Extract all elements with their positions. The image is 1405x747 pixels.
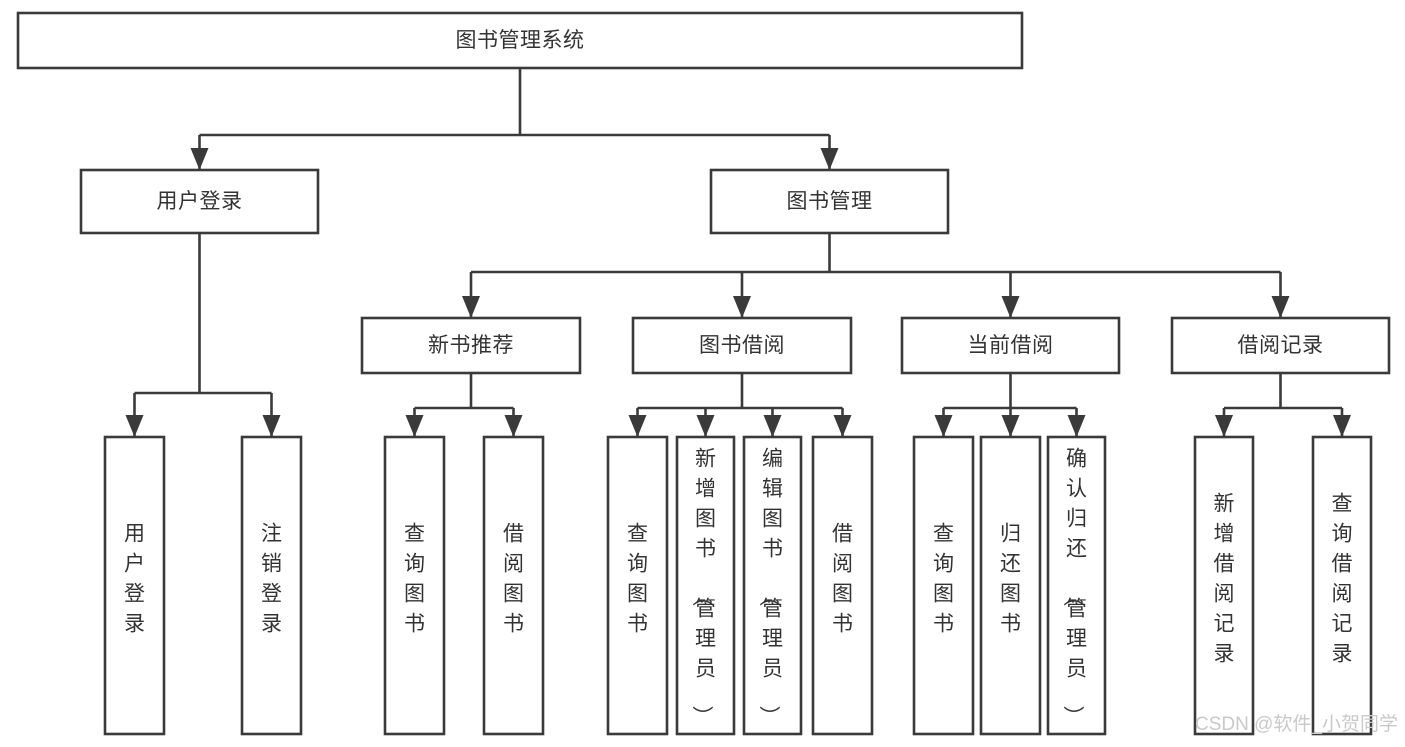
node-label-leaf-user-login: 用户登录 <box>124 523 145 636</box>
node-label-leaf-user-logout: 注销登录 <box>261 523 282 636</box>
node-box-leaf-borrow-book <box>811 435 874 736</box>
node-user-login[interactable]: 用户登录 <box>79 168 320 235</box>
arrow-head-root-0 <box>190 148 209 170</box>
node-label-current-borrow: 当前借阅 <box>968 334 1054 357</box>
node-box-leaf-user-logout <box>240 435 303 736</box>
node-box-leaf-borrow-book-recommend <box>482 435 545 736</box>
node-box-leaf-add-book <box>675 435 736 736</box>
arrow-head-userlogin-1 <box>262 415 281 437</box>
node-label-leaf-query-borrow-record: 查询借阅记录 <box>1332 493 1353 666</box>
node-label-leaf-return-book: 归还图书 <box>1000 523 1021 636</box>
node-root[interactable]: 图书管理系统 <box>16 11 1024 70</box>
node-box-leaf-query-book-borrow <box>606 435 669 736</box>
node-label-leaf-borrow-book: 借阅图书 <box>832 523 853 636</box>
arrow-head-current-borrow-2 <box>1067 415 1086 437</box>
arrow-head-borrow-record-0 <box>1215 415 1233 437</box>
node-borrow-record[interactable]: 借阅记录 <box>1170 316 1391 375</box>
node-box-leaf-query-book-current <box>912 435 975 736</box>
arrow-head-bookmgmt-3 <box>1271 296 1290 318</box>
arrow-head-bookmgmt-1 <box>733 296 751 318</box>
node-leaf-add-book[interactable]: 新增图书（管理员） <box>675 435 736 736</box>
node-label-leaf-query-book-current: 查询图书 <box>933 523 954 636</box>
node-label-root: 图书管理系统 <box>456 29 585 52</box>
arrow-head-userlogin-0 <box>125 415 144 437</box>
node-label-leaf-confirm-return: 确认归还（管理员） <box>1061 448 1087 727</box>
arrow-head-book-borrow-1 <box>696 415 715 437</box>
node-leaf-query-book-recommend[interactable]: 查询图书 <box>383 435 446 736</box>
node-box-leaf-query-book-recommend <box>383 435 446 736</box>
node-label-book-borrow: 图书借阅 <box>699 334 785 357</box>
node-label-leaf-edit-book: 编辑图书（管理员） <box>757 448 783 727</box>
node-boxes: 图书管理系统用户登录图书管理新书推荐图书借阅当前借阅借阅记录用户登录注销登录查询… <box>16 11 1391 736</box>
node-label-leaf-query-book-recommend: 查询图书 <box>404 523 425 636</box>
arrow-head-bookmgmt-2 <box>1001 296 1020 318</box>
node-label-leaf-query-book-borrow: 查询图书 <box>627 523 648 636</box>
node-box-book-management <box>709 168 950 235</box>
node-label-new-book-recommend: 新书推荐 <box>428 334 514 357</box>
arrow-head-bookmgmt-0 <box>462 296 480 318</box>
node-leaf-user-login[interactable]: 用户登录 <box>103 435 166 736</box>
arrow-head-current-borrow-0 <box>934 415 953 437</box>
node-box-new-book-recommend <box>360 316 582 375</box>
node-box-book-borrow <box>631 316 853 375</box>
node-box-leaf-query-borrow-record <box>1311 435 1373 736</box>
node-leaf-borrow-book-recommend[interactable]: 借阅图书 <box>482 435 545 736</box>
arrow-head-root-1 <box>820 148 839 170</box>
node-box-leaf-edit-book <box>742 435 803 736</box>
node-leaf-edit-book[interactable]: 编辑图书（管理员） <box>742 435 803 736</box>
node-new-book-recommend[interactable]: 新书推荐 <box>360 316 582 375</box>
connector-lines <box>125 68 1351 437</box>
node-label-user-login: 用户登录 <box>157 190 243 213</box>
node-book-borrow[interactable]: 图书借阅 <box>631 316 853 375</box>
node-leaf-return-book[interactable]: 归还图书 <box>979 435 1042 736</box>
arrow-head-new-book-recommend-1 <box>504 415 523 437</box>
watermark-label: CSDN @软件_小贺同学 <box>1195 713 1398 735</box>
node-label-leaf-add-borrow-record: 新增借阅记录 <box>1214 493 1235 666</box>
arrow-head-book-borrow-0 <box>628 415 647 437</box>
arrow-head-new-book-recommend-0 <box>405 415 424 437</box>
node-leaf-borrow-book[interactable]: 借阅图书 <box>811 435 874 736</box>
node-label-book-management: 图书管理 <box>787 190 873 213</box>
node-label-leaf-add-book: 新增图书（管理员） <box>690 448 716 727</box>
arrow-head-book-borrow-3 <box>833 415 852 437</box>
arrow-head-borrow-record-1 <box>1333 415 1351 437</box>
node-label-borrow-record: 借阅记录 <box>1238 334 1324 357</box>
node-box-leaf-user-login <box>103 435 166 736</box>
node-label-leaf-borrow-book-recommend: 借阅图书 <box>503 523 524 636</box>
node-leaf-query-book-current[interactable]: 查询图书 <box>912 435 975 736</box>
node-leaf-confirm-return[interactable]: 确认归还（管理员） <box>1046 435 1107 736</box>
node-box-current-borrow <box>900 316 1121 375</box>
node-box-leaf-add-borrow-record <box>1193 435 1255 736</box>
node-box-root <box>16 11 1024 70</box>
node-box-leaf-return-book <box>979 435 1042 736</box>
arrow-head-book-borrow-2 <box>763 415 782 437</box>
node-box-leaf-confirm-return <box>1046 435 1107 736</box>
node-leaf-query-book-borrow[interactable]: 查询图书 <box>606 435 669 736</box>
node-leaf-user-logout[interactable]: 注销登录 <box>240 435 303 736</box>
node-book-management[interactable]: 图书管理 <box>709 168 950 235</box>
node-current-borrow[interactable]: 当前借阅 <box>900 316 1121 375</box>
node-leaf-add-borrow-record[interactable]: 新增借阅记录 <box>1193 435 1255 736</box>
node-box-user-login <box>79 168 320 235</box>
arrow-head-current-borrow-1 <box>1001 415 1020 437</box>
node-box-borrow-record <box>1170 316 1391 375</box>
node-leaf-query-borrow-record[interactable]: 查询借阅记录 <box>1311 435 1373 736</box>
